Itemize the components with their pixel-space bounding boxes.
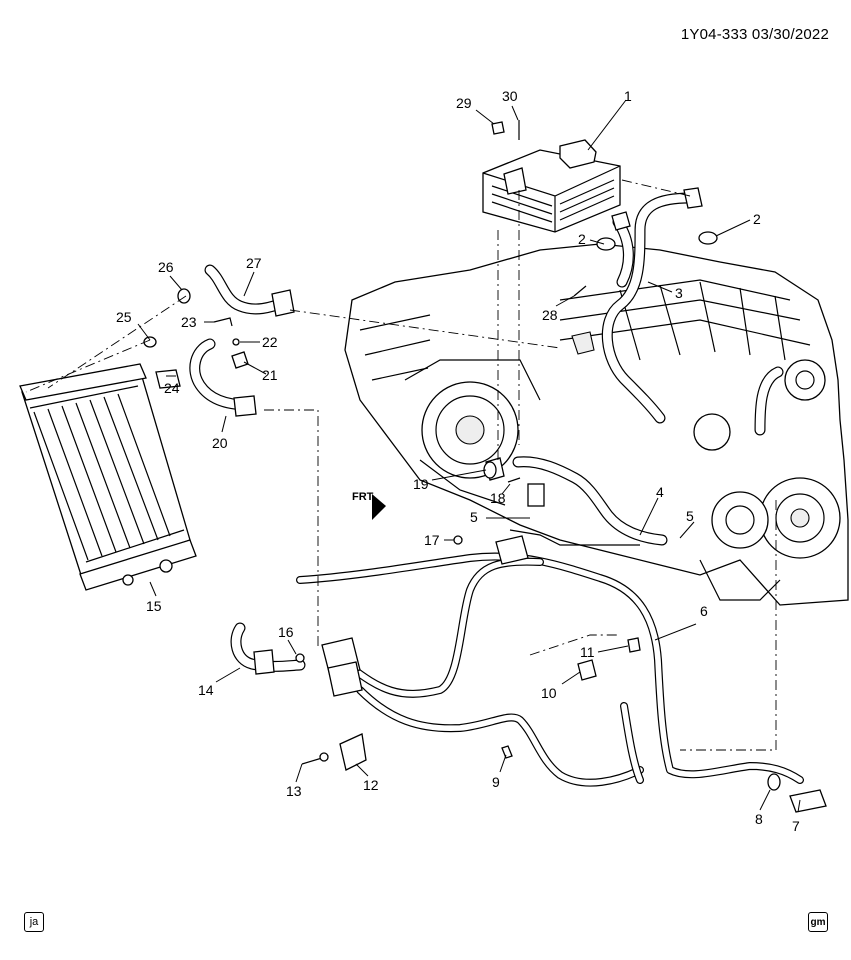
callout-24: 24 — [164, 380, 180, 396]
radiator — [19, 363, 197, 591]
diagram-id: 1Y04-333 03/30/2022 — [680, 26, 829, 43]
small-parts — [143, 120, 827, 813]
callout-22: 22 — [262, 334, 278, 350]
callout-20: 20 — [212, 435, 228, 451]
callout-16: 16 — [278, 624, 294, 640]
callout-11: 11 — [580, 644, 595, 660]
callout-15: 15 — [146, 598, 162, 614]
callout-2: 2 — [753, 211, 761, 227]
callout-28: 28 — [542, 307, 558, 323]
callout-1: 1 — [624, 88, 632, 104]
callout-9: 9 — [492, 774, 500, 790]
callout-29: 29 — [456, 95, 472, 111]
callout-4: 4 — [656, 484, 664, 500]
callout-5: 5 — [686, 508, 694, 524]
page-badge-left: ja — [24, 912, 44, 932]
callout-19: 19 — [413, 476, 429, 492]
callout-14: 14 — [198, 682, 214, 698]
callout-30: 30 — [502, 88, 518, 104]
callout-2: 2 — [578, 231, 586, 247]
radiator-inlet-hose — [189, 338, 257, 417]
callout-25: 25 — [116, 309, 132, 325]
callout-27: 27 — [246, 255, 262, 271]
alignment-lines — [25, 179, 777, 751]
callout-13: 13 — [286, 783, 302, 799]
callout-10: 10 — [541, 685, 557, 701]
gm-logo-badge: gm — [808, 912, 828, 932]
coolant-pipe-assembly — [296, 535, 804, 787]
callout-6: 6 — [700, 603, 708, 619]
callout-18: 18 — [490, 490, 506, 506]
callout-7: 7 — [792, 818, 800, 834]
callout-numbers: 1 2 2 3 4 5 5 6 7 8 9 10 11 12 13 14 15 … — [116, 88, 800, 834]
front-direction-arrow: FRT — [352, 491, 386, 520]
frt-label: FRT — [352, 491, 374, 503]
engine-assembly — [344, 243, 849, 606]
callout-23: 23 — [181, 314, 197, 330]
callout-5: 5 — [470, 509, 478, 525]
callout-8: 8 — [755, 811, 763, 827]
callout-26: 26 — [158, 259, 174, 275]
callout-12: 12 — [363, 777, 379, 793]
callout-21: 21 — [262, 367, 278, 383]
transmission-fluid-cooler — [482, 139, 621, 233]
radiator-outlet-hose — [204, 264, 295, 317]
callout-3: 3 — [675, 285, 683, 301]
callout-leaders — [137, 99, 801, 813]
cooler-hose — [571, 187, 703, 424]
callout-17: 17 — [424, 532, 440, 548]
